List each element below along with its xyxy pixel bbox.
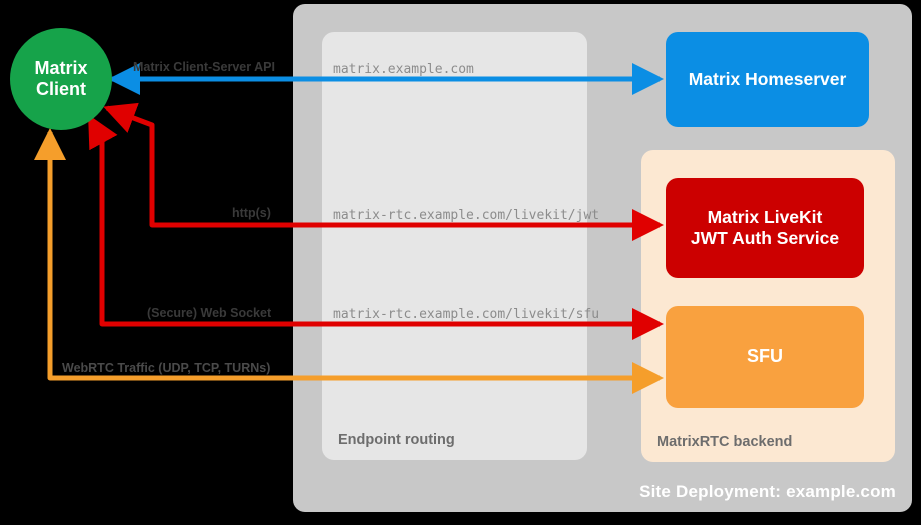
matrix-client-line1: Matrix [34, 57, 88, 78]
endpoint-routing-label: Endpoint routing [338, 432, 455, 448]
jwt-line2: JWT Auth Service [690, 228, 840, 248]
edge-label-web-socket: (Secure) Web Socket [147, 306, 272, 320]
endpoint-matrix-example-com: matrix.example.com [333, 62, 474, 77]
site-deployment-label: Site Deployment: example.com [639, 482, 896, 501]
jwt-line1: Matrix LiveKit [707, 207, 823, 227]
sfu-label: SFU [747, 346, 783, 367]
matrix-homeserver-label: Matrix Homeserver [688, 69, 847, 89]
endpoint-livekit-jwt: matrix-rtc.example.com/livekit/jwt [333, 208, 600, 223]
endpoint-livekit-sfu: matrix-rtc.example.com/livekit/sfu [333, 307, 600, 322]
node-sfu[interactable]: SFU [666, 306, 864, 408]
node-matrix-client[interactable]: Matrix Client [10, 28, 112, 130]
node-matrix-homeserver[interactable]: Matrix Homeserver [666, 32, 869, 127]
edge-label-http: http(s) [232, 206, 271, 220]
endpoint-routing-panel: Endpoint routing [322, 32, 587, 460]
edge-label-webrtc-traffic: WebRTC Traffic (UDP, TCP, TURNs) [62, 361, 271, 375]
node-livekit-jwt-auth-service[interactable]: Matrix LiveKit JWT Auth Service [666, 178, 864, 278]
edge-label-matrix-client-server-api: Matrix Client-Server API [133, 60, 275, 74]
matrix-client-line2: Client [35, 79, 86, 99]
matrixrtc-backend-label: MatrixRTC backend [657, 434, 793, 450]
